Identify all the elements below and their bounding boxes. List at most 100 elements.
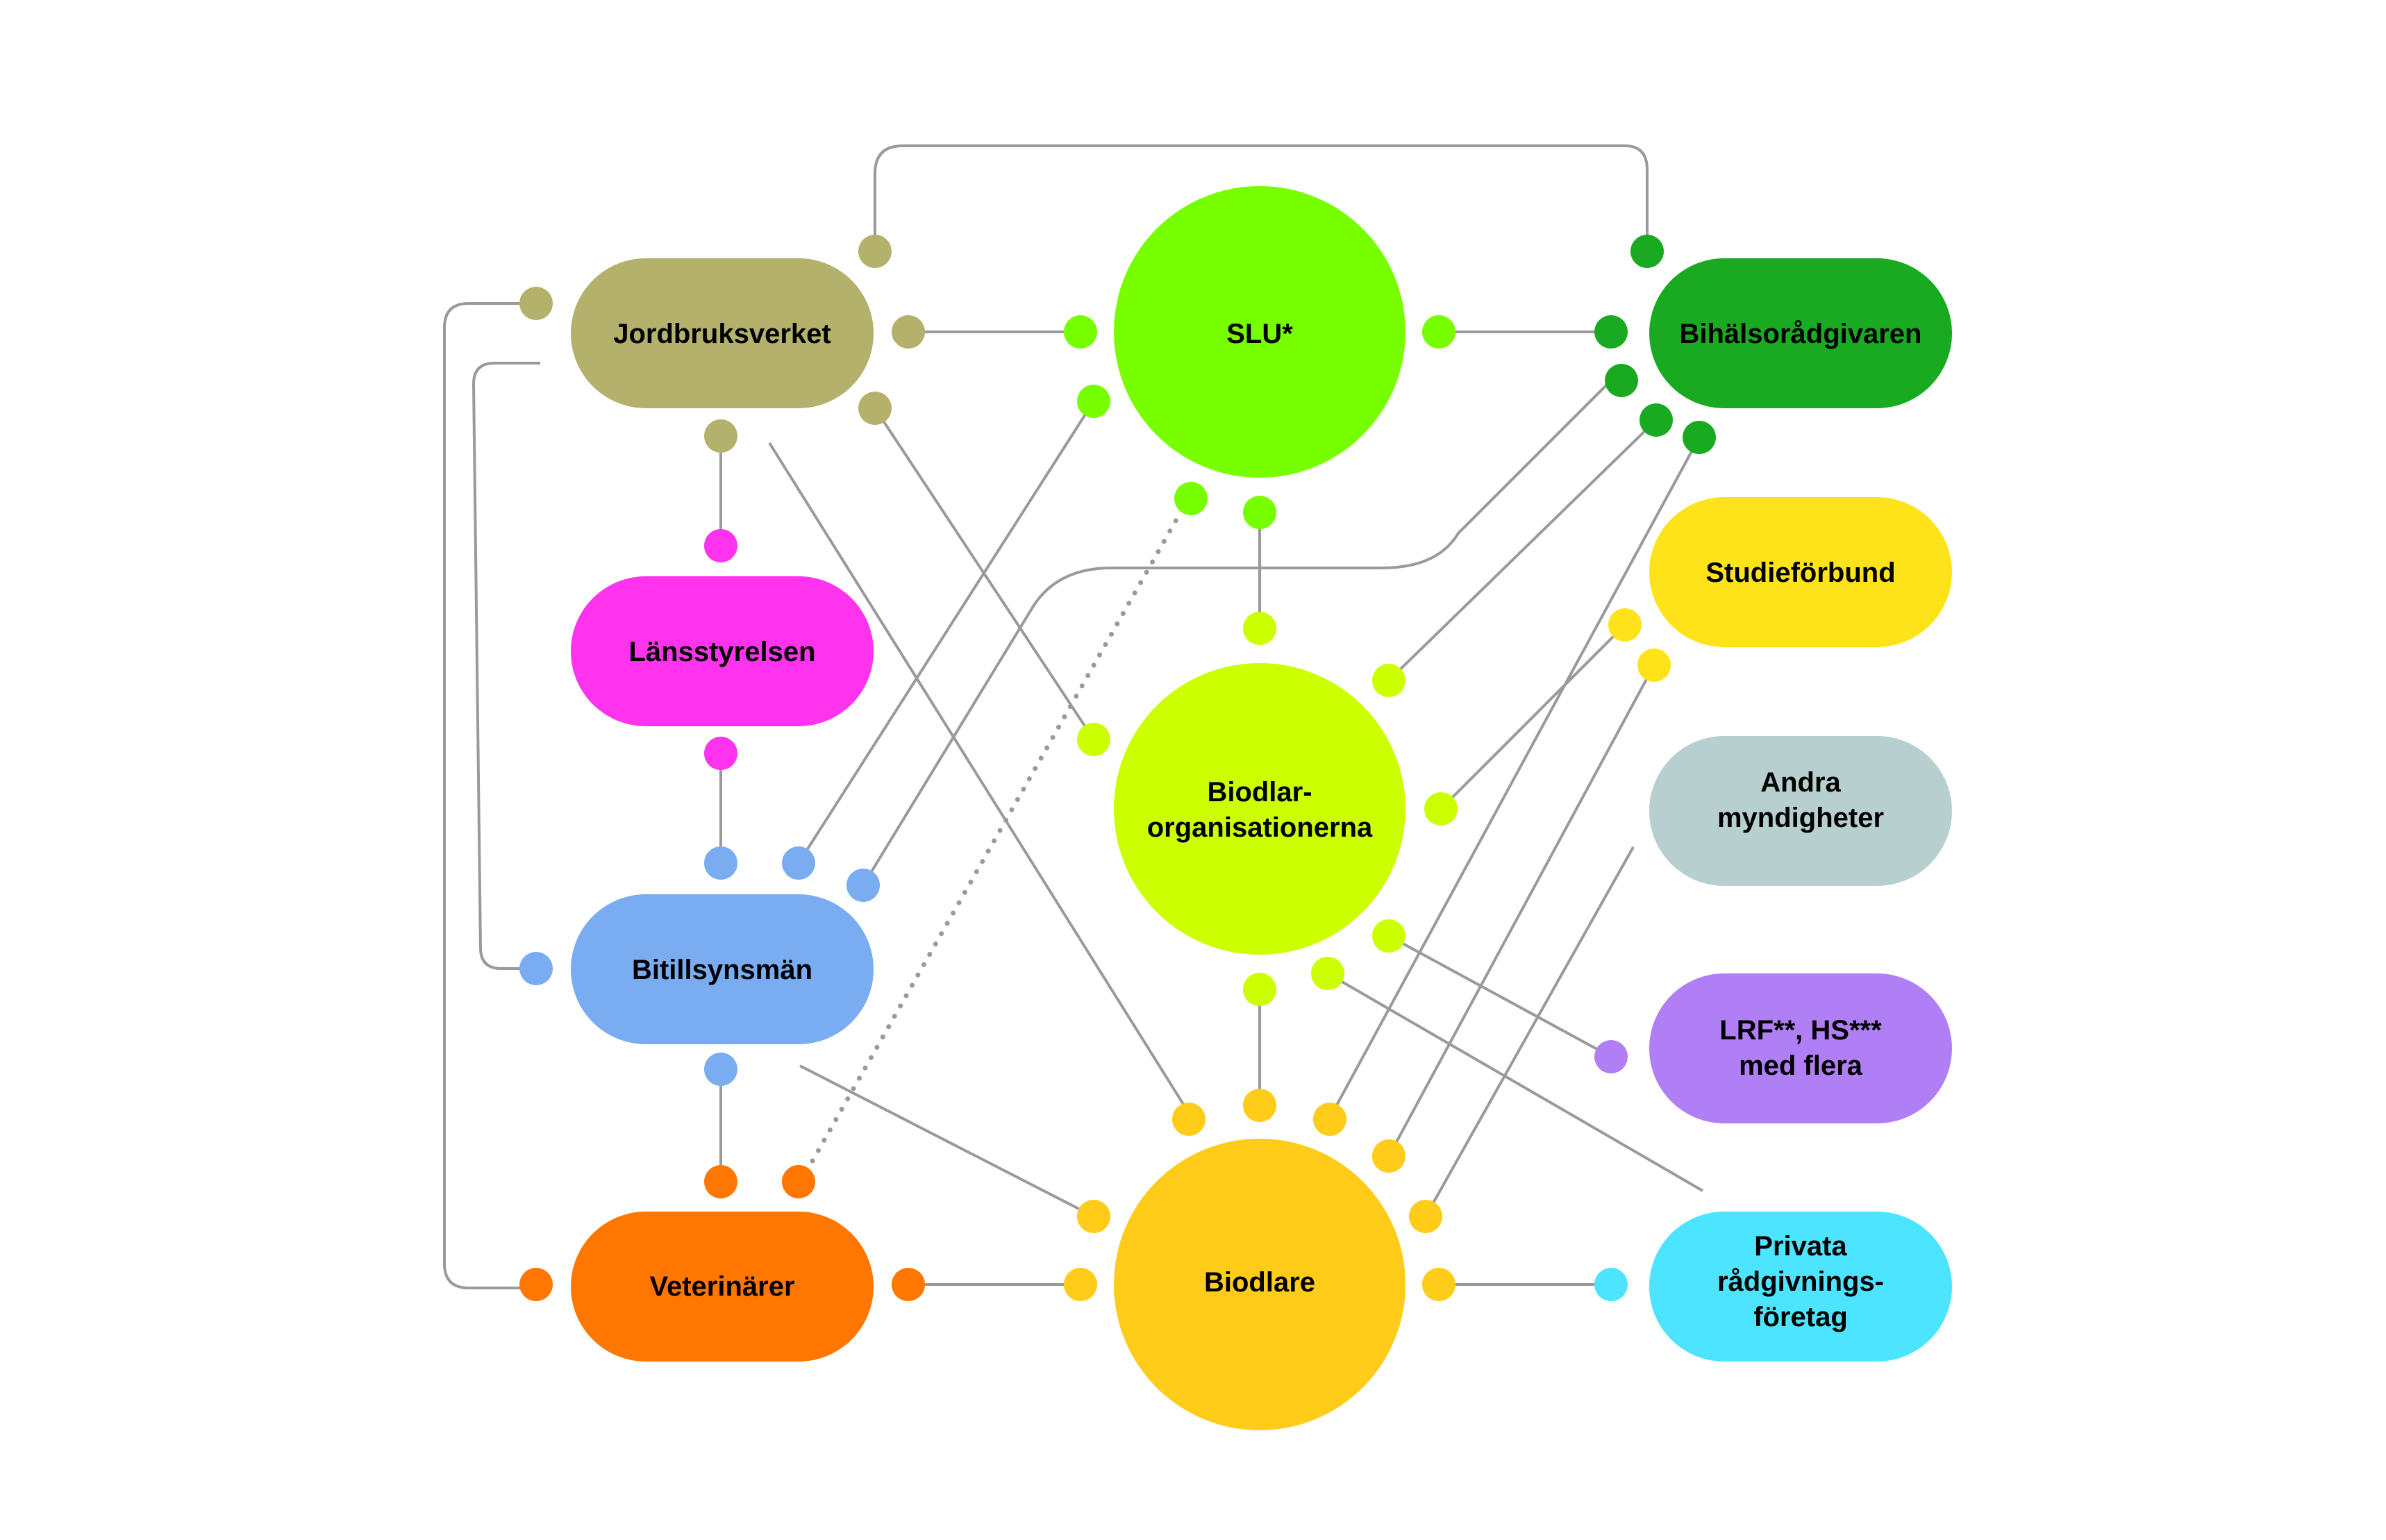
connector-dot xyxy=(1422,315,1455,349)
edge-jordbruksverket-bitillsynsman xyxy=(472,362,540,970)
edge-biodlarorganisationerna-lrf xyxy=(1388,935,1612,1058)
node-label: organisationerna xyxy=(1147,812,1373,843)
node-shape xyxy=(571,258,874,408)
node-label: LRF**, HS*** xyxy=(1719,1015,1882,1046)
node-shape xyxy=(571,894,874,1044)
connector-dot xyxy=(704,737,737,770)
node-lrf-hs[interactable]: LRF**, HS*** med flera xyxy=(1649,973,1952,1123)
connector-dot xyxy=(1594,1040,1628,1073)
connector-dot xyxy=(1594,315,1628,349)
connector-dot xyxy=(1424,792,1458,826)
edge-studieforbund-biodlare xyxy=(1387,664,1655,1157)
connector-dot xyxy=(519,952,553,985)
connector-dot xyxy=(846,869,880,902)
nodes: Jordbruksverket Länsstyrelsen Bitillsyns… xyxy=(571,186,1952,1430)
node-label: Privata xyxy=(1754,1231,1847,1262)
connector-dot xyxy=(1630,235,1664,268)
connector-dot xyxy=(704,529,737,562)
node-shape xyxy=(571,576,874,726)
connector-dot xyxy=(1372,919,1405,953)
node-shape xyxy=(1114,1139,1405,1430)
connector-dot xyxy=(1313,1103,1346,1136)
node-label: Bihälsorådgivaren xyxy=(1679,319,1921,349)
connector-dots xyxy=(519,235,1716,1301)
connector-dot xyxy=(1594,1268,1628,1301)
node-label: Studieförbund xyxy=(1705,558,1895,588)
node-shape xyxy=(1649,258,1952,408)
connector-dot xyxy=(1077,1200,1110,1233)
node-jordbruksverket[interactable]: Jordbruksverket xyxy=(571,258,874,408)
edge-jordbruksverket-veterinarer xyxy=(443,302,536,1289)
connector-dot xyxy=(1372,1139,1405,1173)
node-lansstyrelsen[interactable]: Länsstyrelsen xyxy=(571,576,874,726)
connector-dot xyxy=(704,846,737,880)
node-bitillsynsman[interactable]: Bitillsynsmän xyxy=(571,894,874,1044)
edge-slu-bitillsynsman xyxy=(797,400,1095,864)
node-veterinarer[interactable]: Veterinärer xyxy=(571,1212,874,1362)
node-label: myndigheter xyxy=(1717,803,1884,833)
connector-dot xyxy=(1683,421,1716,454)
connector-dot xyxy=(1077,723,1110,756)
edge-jordbruksverket-bihalsoradgivaren-top xyxy=(874,144,1649,251)
connector-dot xyxy=(1064,1268,1097,1301)
connector-dot xyxy=(1409,1200,1442,1233)
connector-dot xyxy=(1064,315,1097,349)
connector-dot xyxy=(1608,608,1642,642)
connector-dot xyxy=(519,287,553,320)
connector-dot xyxy=(782,1165,815,1198)
connector-dot xyxy=(1605,364,1638,397)
node-label: Bitillsynsmän xyxy=(632,955,812,985)
node-biodlare[interactable]: Biodlare xyxy=(1114,1139,1405,1430)
node-bihalsoradgivaren[interactable]: Bihälsorådgivaren xyxy=(1649,258,1952,408)
node-slu[interactable]: SLU* xyxy=(1114,186,1405,478)
node-label: med flera xyxy=(1739,1051,1863,1081)
edges xyxy=(443,144,1704,1289)
connector-dot xyxy=(1640,403,1673,437)
connector-dot xyxy=(1243,973,1276,1006)
connector-dot xyxy=(1172,1103,1205,1136)
node-shape xyxy=(1649,497,1952,647)
node-shape xyxy=(1114,663,1405,955)
connector-dot xyxy=(1422,1268,1455,1301)
connector-dot xyxy=(1243,612,1276,645)
edge-biodlarorganisationerna-privata xyxy=(1326,972,1704,1192)
edge-bihalsoradgivaren-biodlarorganisationerna xyxy=(1387,419,1658,682)
node-biodlarorganisationerna[interactable]: Biodlar- organisationerna xyxy=(1114,663,1405,955)
connector-dot xyxy=(1174,482,1208,515)
node-shape xyxy=(1649,736,1952,886)
node-shape xyxy=(1649,973,1952,1123)
connector-dot xyxy=(1372,664,1405,697)
edge-studieforbund-biodlarorganisationerna xyxy=(1440,623,1626,810)
edge-bitillsynsman-biodlare xyxy=(799,1064,1094,1218)
node-andra-myndigheter[interactable]: Andra myndigheter xyxy=(1649,736,1952,886)
connector-dot xyxy=(704,1053,737,1086)
node-shape xyxy=(571,1212,874,1362)
connector-dot xyxy=(1243,1089,1276,1122)
node-label: Biodlar- xyxy=(1207,777,1312,807)
connector-dot xyxy=(858,235,892,268)
node-label: Jordbruksverket xyxy=(613,319,831,349)
edge-andra-myndigheter-biodlare xyxy=(1424,846,1635,1217)
edge-bihalsoradgivaren-bitillsynsman xyxy=(862,379,1612,887)
connector-dot xyxy=(1637,648,1671,682)
node-studieforbund[interactable]: Studieförbund xyxy=(1649,497,1952,647)
edge-jordbruksverket-biodlare xyxy=(768,442,1190,1114)
connector-dot xyxy=(704,419,737,453)
connector-dot xyxy=(892,1268,925,1301)
connector-dot xyxy=(782,846,815,880)
connector-dot xyxy=(519,1268,553,1301)
connector-dot xyxy=(892,315,925,349)
connector-dot xyxy=(1243,496,1276,529)
node-label: Länsstyrelsen xyxy=(628,637,815,667)
connector-dot xyxy=(858,392,892,425)
node-label: Biodlare xyxy=(1204,1267,1315,1298)
connector-dot xyxy=(704,1165,737,1198)
edge-bihalsoradgivaren-biodlare xyxy=(1328,437,1701,1119)
node-label: företag xyxy=(1753,1302,1848,1332)
node-privata-radgivningsforetag[interactable]: Privata rådgivnings- företag xyxy=(1649,1212,1952,1362)
connector-dot xyxy=(1077,385,1110,418)
node-label: SLU* xyxy=(1226,319,1293,349)
node-label: Veterinärer xyxy=(649,1271,794,1302)
node-shape xyxy=(1114,186,1405,478)
